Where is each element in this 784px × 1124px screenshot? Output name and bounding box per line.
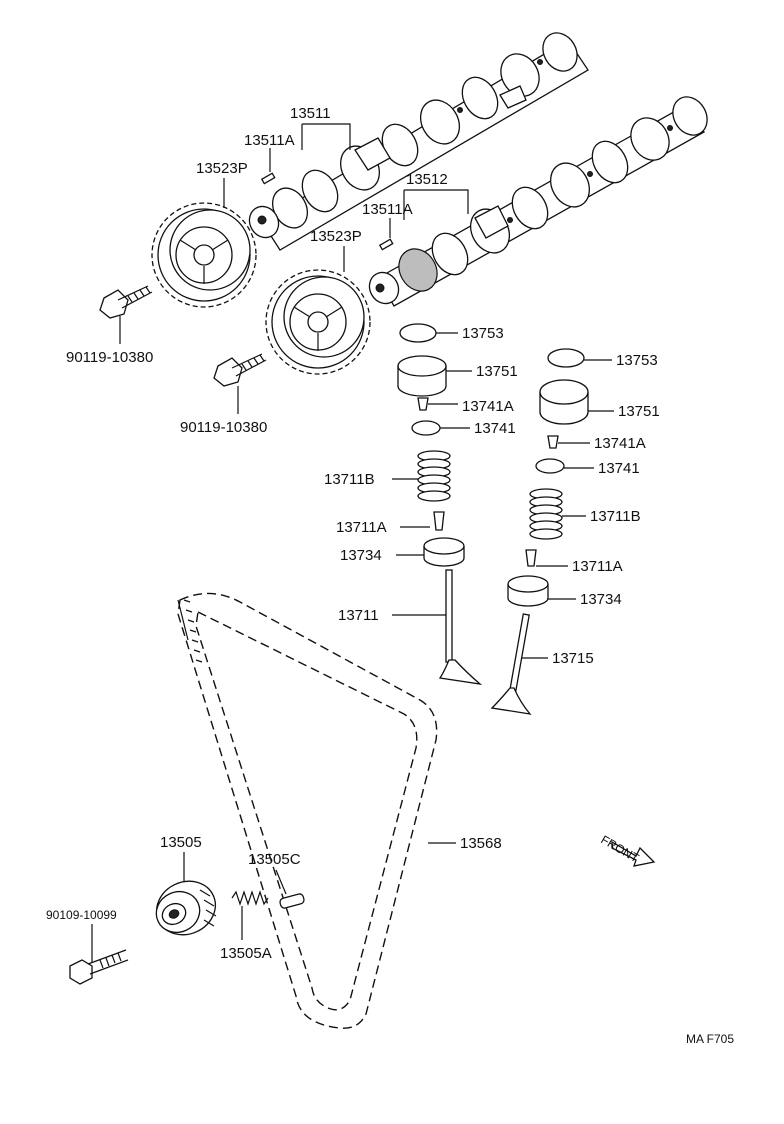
label-13505C: 13505C: [248, 851, 301, 868]
label-13523P-lower: 13523P: [310, 228, 362, 245]
label-13711: 13711: [338, 607, 379, 624]
pin-13505C: [279, 893, 305, 909]
bolt-90119-10380-upper: [99, 285, 153, 319]
label-13568: 13568: [460, 835, 502, 852]
label-bolt-90119-10380-upper: 90119-10380: [66, 349, 153, 366]
bolt-90109-10099: [69, 949, 129, 985]
label-13505: 13505: [160, 834, 202, 851]
label-13734-right: 13734: [580, 591, 622, 608]
label-13711B-right: 13711B: [590, 508, 641, 525]
label-13741-right: 13741: [598, 460, 640, 477]
label-13511A-upper: 13511A: [244, 132, 295, 149]
label-13753-left: 13753: [462, 325, 504, 342]
label-13711A-left: 13711A: [336, 519, 387, 536]
spring-13505A: [231, 890, 269, 906]
cam-gear-13523P-lower: [265, 269, 371, 375]
label-13741-left: 13741: [474, 420, 516, 437]
label-13505A: 13505A: [220, 945, 272, 962]
label-13741A-right: 13741A: [594, 435, 646, 452]
timing-belt-13568: [177, 592, 438, 1029]
valve-assembly-left: [397, 323, 483, 685]
camshaft-13512: [368, 96, 708, 307]
label-13523P-upper: 13523P: [196, 160, 248, 177]
label-13511A-lower: 13511A: [362, 201, 413, 218]
key-13511A-lower: [378, 238, 394, 251]
key-13511A-upper: [260, 172, 276, 185]
label-13715: 13715: [552, 650, 594, 667]
label-13751-left: 13751: [476, 363, 518, 380]
label-bolt-90119-10380-lower: 90119-10380: [180, 419, 267, 436]
bolt-90119-10380-lower: [213, 353, 267, 387]
label-13734-left: 13734: [340, 547, 382, 564]
label-13741A-left: 13741A: [462, 398, 514, 415]
front-label: FRONT: [599, 832, 642, 865]
label-13753-right: 13753: [616, 352, 658, 369]
label-13512: 13512: [406, 171, 448, 188]
valve-assembly-right: [490, 348, 589, 715]
label-13711A-right: 13711A: [572, 558, 623, 575]
label-13711B-left: 13711B: [324, 471, 375, 488]
camshaft-13511: [248, 32, 589, 251]
diagram-code: MA F705: [686, 1032, 734, 1046]
cam-gear-13523P-upper: [151, 202, 257, 308]
leader-lines: [91, 123, 614, 962]
label-bolt-90109-10099: 90109-10099: [46, 908, 117, 922]
tensioner-13505: [155, 880, 217, 936]
label-13511: 13511: [290, 105, 331, 122]
label-13751-right: 13751: [618, 403, 660, 420]
front-direction-arrow: [611, 840, 656, 867]
